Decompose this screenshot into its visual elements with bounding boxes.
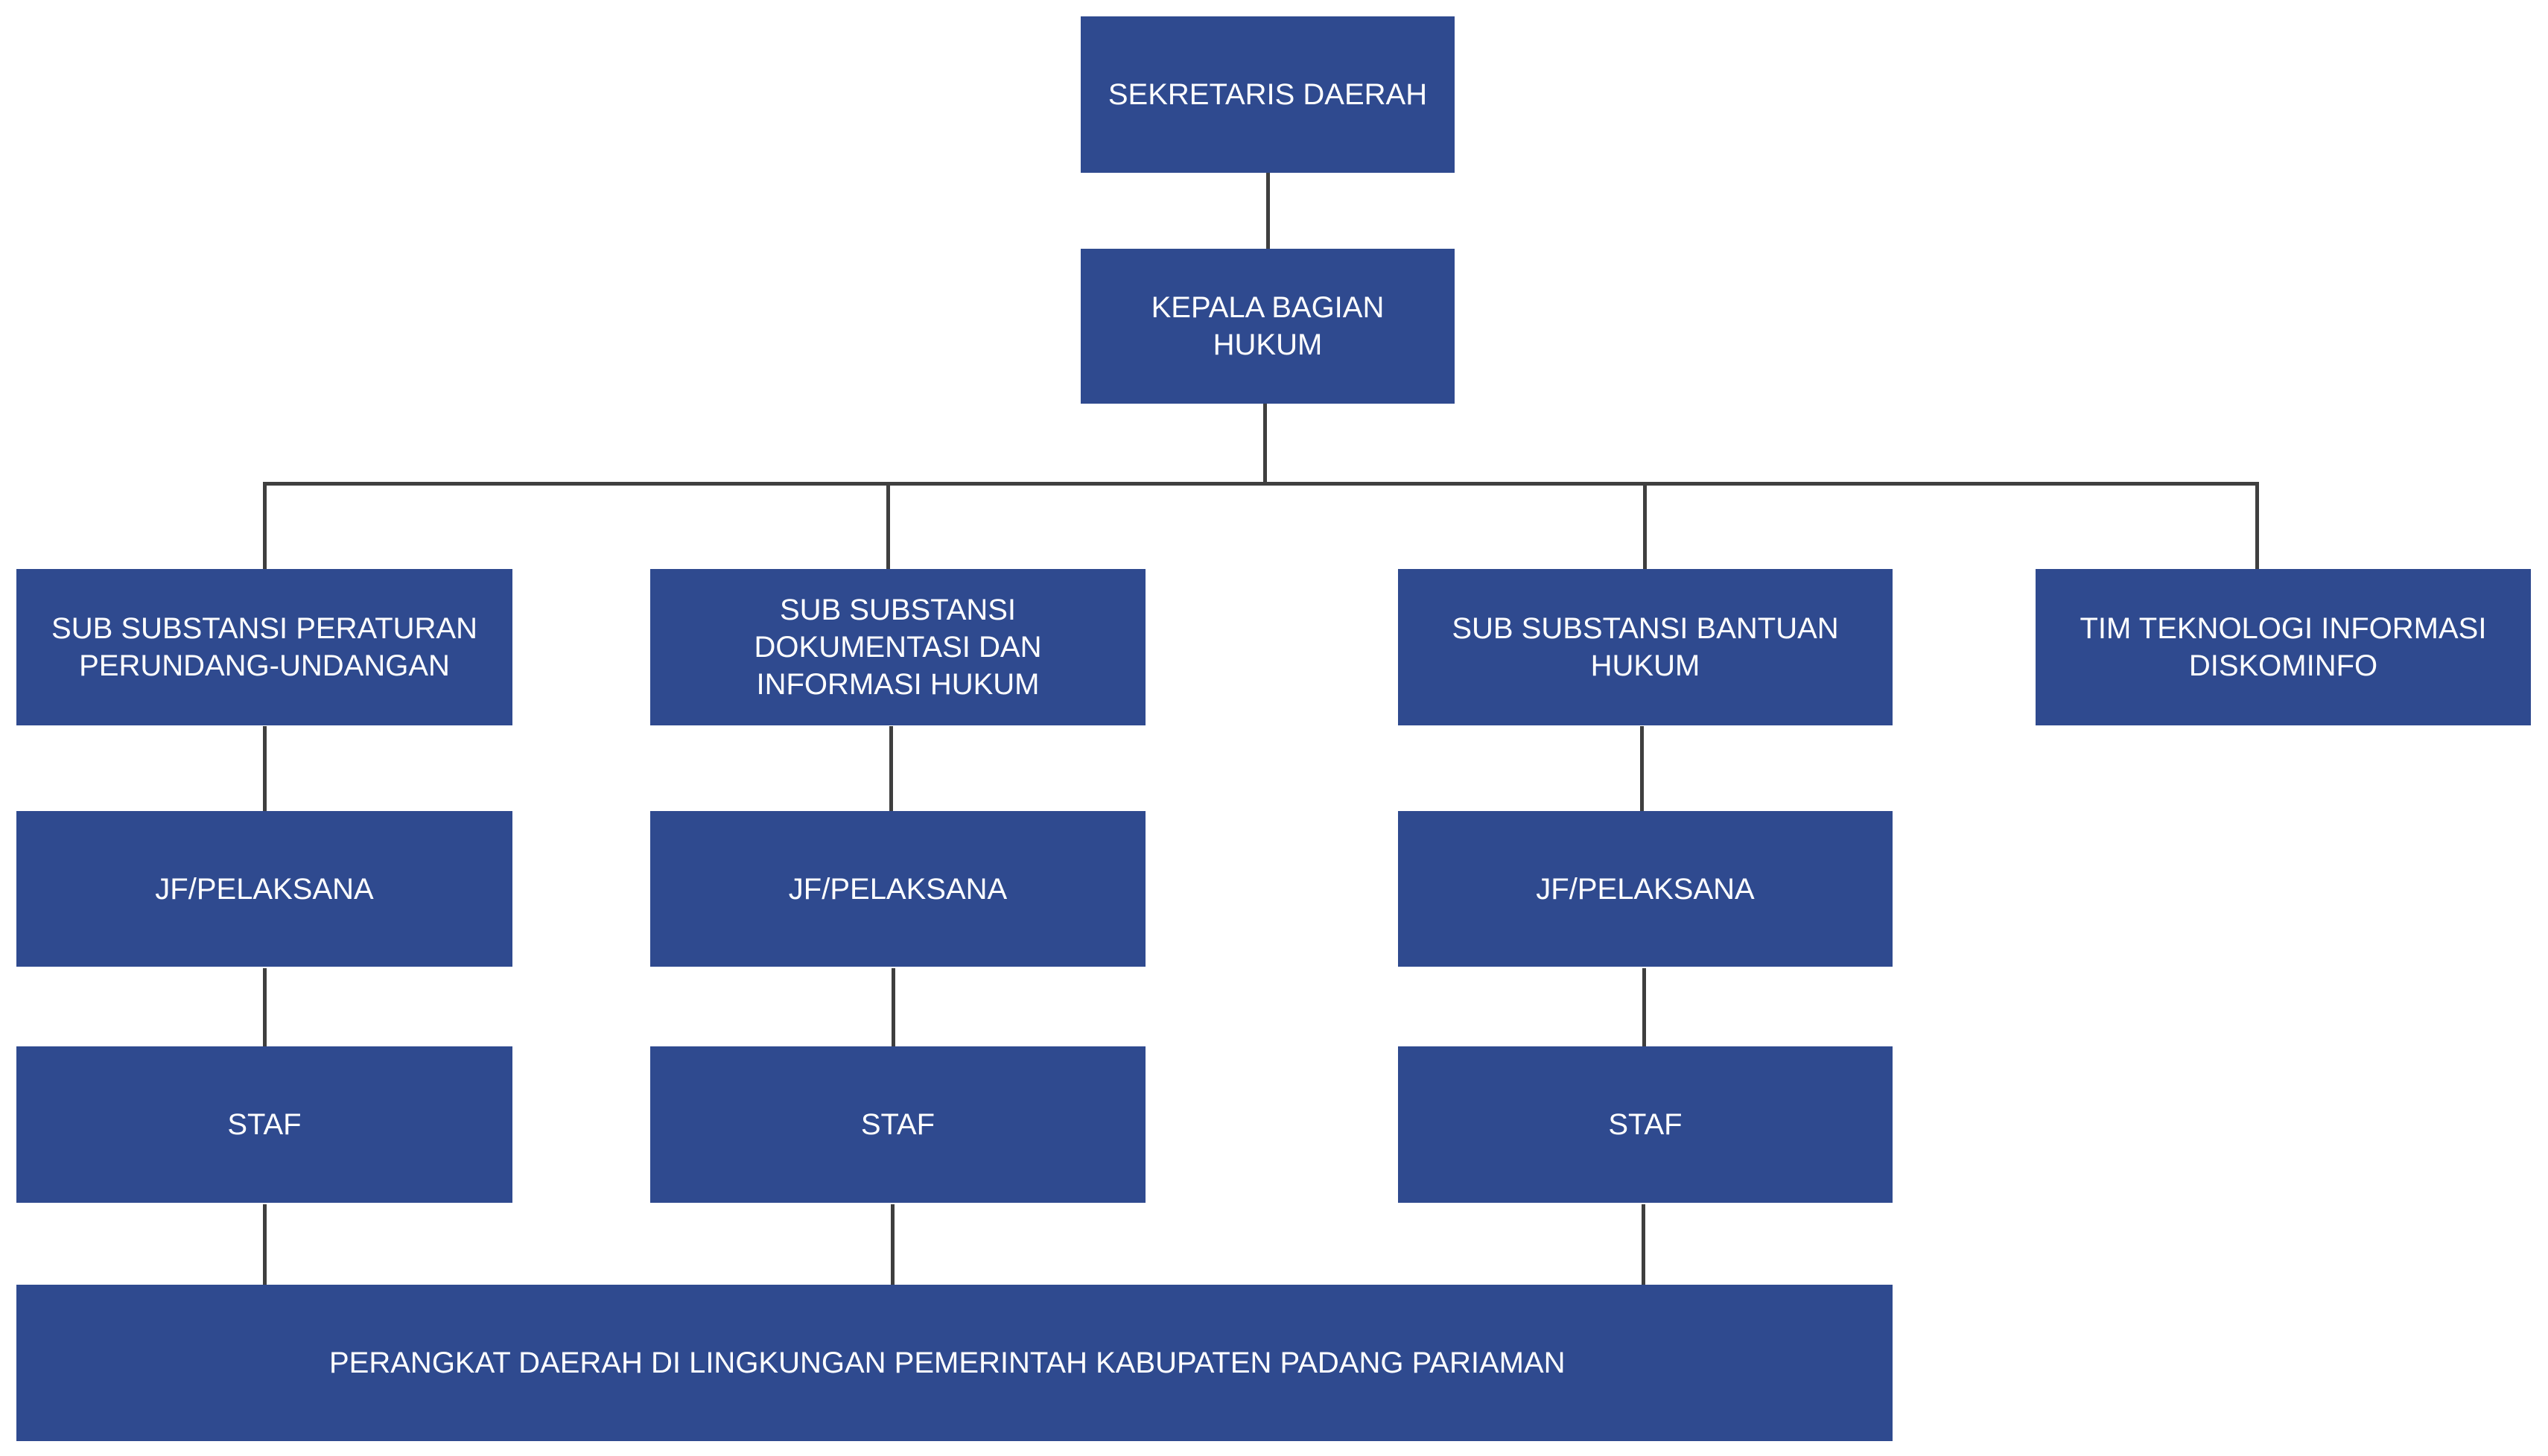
connector-staf-3-footer <box>1642 1204 1645 1286</box>
box-staf-1: STAF <box>16 1046 512 1203</box>
connector-bus-unit-2 <box>886 482 890 570</box>
connector-head-bus <box>1263 402 1267 486</box>
connector-unit-2-jf <box>889 726 893 812</box>
connector-bus-unit-3 <box>1643 482 1647 570</box>
box-staf-2: STAF <box>650 1046 1146 1203</box>
box-jf-pelaksana-1: JF/PELAKSANA <box>16 811 512 967</box>
box-perangkat-daerah-footer: PERANGKAT DAERAH DI LINGKUNGAN PEMERINTA… <box>16 1285 1893 1441</box>
box-jf-pelaksana-2: JF/PELAKSANA <box>650 811 1146 967</box>
connector-unit-1-jf <box>263 726 267 812</box>
box-unit-dokumentasi: SUB SUBSTANSI DOKUMENTASI DAN INFORMASI … <box>650 569 1146 725</box>
connector-bus-unit-1 <box>263 482 267 570</box>
box-sekretaris-daerah: SEKRETARIS DAERAH <box>1081 16 1455 173</box>
connector-jf-2-staf <box>892 968 895 1048</box>
box-unit-tim-teknologi: TIM TEKNOLOGI INFORMASI DISKOMINFO <box>2036 569 2531 725</box>
box-staf-3: STAF <box>1398 1046 1893 1203</box>
box-unit-peraturan: SUB SUBSTANSI PERATURAN PERUNDANG-UNDANG… <box>16 569 512 725</box>
box-kepala-bagian-hukum: KEPALA BAGIAN HUKUM <box>1081 249 1455 404</box>
box-jf-pelaksana-3: JF/PELAKSANA <box>1398 811 1893 967</box>
connector-horizontal-bus <box>263 482 2259 486</box>
connector-staf-1-footer <box>263 1204 267 1286</box>
connector-jf-3-staf <box>1642 968 1646 1048</box>
connector-unit-3-jf <box>1640 726 1644 812</box>
connector-bus-unit-4 <box>2255 482 2259 570</box>
box-unit-bantuan-hukum: SUB SUBSTANSI BANTUAN HUKUM <box>1398 569 1893 725</box>
connector-staf-2-footer <box>891 1204 895 1286</box>
connector-root-head <box>1266 171 1270 249</box>
connector-jf-1-staf <box>263 968 267 1048</box>
